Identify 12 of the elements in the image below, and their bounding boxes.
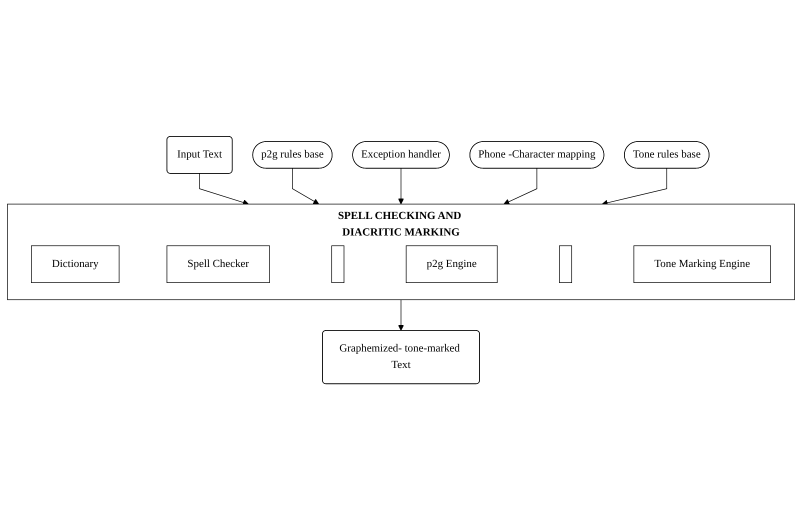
arrow xyxy=(398,300,404,332)
node-bar xyxy=(559,246,572,284)
node-box: Spell Checker xyxy=(166,246,270,284)
arrow xyxy=(504,168,538,205)
arrow xyxy=(602,168,668,206)
arrow xyxy=(398,168,404,205)
node-box: p2g Engine xyxy=(406,246,498,284)
node-box: Dictionary xyxy=(31,246,120,284)
node-box: Tone Marking Engine xyxy=(634,246,771,284)
arrow xyxy=(292,168,320,205)
arrow xyxy=(199,173,249,206)
node-bar xyxy=(331,246,344,284)
